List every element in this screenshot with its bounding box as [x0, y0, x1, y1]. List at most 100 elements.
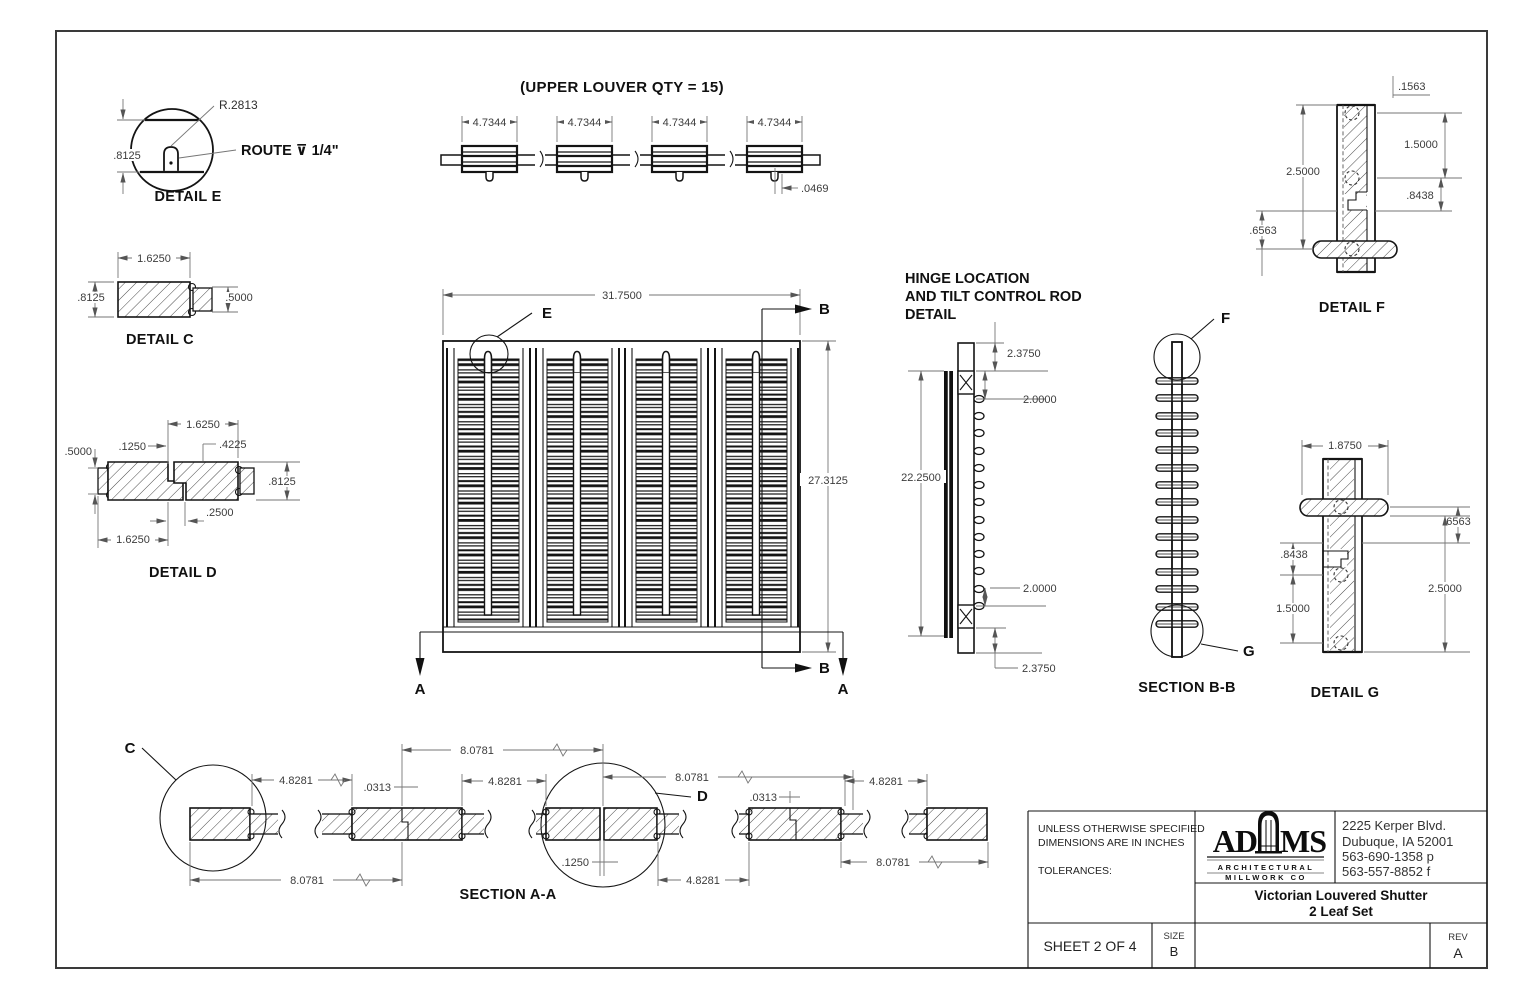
section-cut-b: B B	[761, 301, 830, 677]
elevation-width-dim: 31.7500	[602, 290, 642, 302]
detail-g-hole-spacing: 1.5000	[1276, 603, 1310, 615]
detail-f-tenon: 2.5000	[1286, 166, 1320, 178]
hinge-to-louver-top: 2.0000	[1023, 394, 1057, 406]
detail-d-thickness: .8125	[268, 476, 296, 488]
section-bb: F G SECTION B-B	[1138, 310, 1254, 696]
dim-panel-width-2: 8.0781	[675, 772, 709, 784]
dim-half-width-3: 4.8281	[869, 776, 903, 788]
title-block: UNLESS OTHERWISE SPECIFIED DIMENSIONS AR…	[1027, 810, 1487, 968]
hinge-to-louver-bottom: 2.0000	[1023, 583, 1057, 595]
detail-f-hole-to-louver: .8438	[1406, 190, 1434, 202]
cut-a-label: A	[838, 681, 849, 698]
hinge-title-3: DETAIL	[905, 307, 956, 323]
detail-f: .1563 1.5000 2.5000 .8438 .6563 DETAIL F	[1246, 76, 1462, 316]
dim-half-width-1: 4.8281	[279, 775, 313, 787]
louver-width-dim: 4.7344	[568, 117, 602, 129]
company-phone: 563-690-1358 p	[1342, 849, 1434, 864]
callout-c-circle	[159, 764, 267, 872]
dim-center-gap: .1250	[561, 857, 589, 869]
elevation-height-dim: 27.3125	[808, 475, 848, 487]
callout-g-letter: G	[1243, 643, 1255, 660]
detail-f-louver-center: .6563	[1249, 225, 1277, 237]
spec-note-line2: DIMENSIONS ARE IN INCHES	[1038, 837, 1184, 849]
rev-label: REV	[1448, 932, 1468, 943]
spec-note-line1: UNLESS OTHERWISE SPECIFIED	[1038, 823, 1205, 835]
callout-g-circle	[1150, 604, 1204, 658]
section-arrow-b-top	[795, 304, 812, 314]
hinge-spacing-dim: 22.2500	[901, 472, 941, 484]
logo-text-left: AD	[1213, 823, 1257, 859]
section-aa-label: SECTION A-A	[459, 887, 556, 903]
break-marks	[278, 809, 909, 839]
hinge-tilt-rod-detail: HINGE LOCATION AND TILT CONTROL ROD DETA…	[896, 271, 1082, 675]
hinge-end-offset-bottom: 2.3750	[1022, 663, 1056, 675]
detail-g-label: DETAIL G	[1311, 685, 1380, 701]
callout-e-letter: E	[542, 305, 552, 322]
detail-e-route-note: ROUTE ⊽ 1/4"	[241, 143, 339, 159]
detail-c-width: 1.6250	[137, 253, 171, 265]
detail-c: 1.6250 .8125 .5000 DETAIL C	[74, 252, 256, 348]
shutter-elevation: 31.7500 27.3125 E B B A A	[415, 289, 855, 698]
louver-end-offset-dim: .0469	[801, 183, 829, 195]
callout-f-letter: F	[1221, 310, 1230, 327]
callout-d-letter: D	[697, 788, 708, 805]
logo-sub2: MILLWORK CO	[1225, 873, 1307, 882]
section-cut-a: A A	[415, 631, 849, 698]
detail-g-hole-to-louver: .8438	[1280, 549, 1308, 561]
dim-half-width-2: 4.8281	[488, 776, 522, 788]
detail-g-tenon: 2.5000	[1428, 583, 1462, 595]
detail-g-louver-center: .6563	[1443, 516, 1471, 528]
detail-d-edge: .5000	[64, 446, 92, 458]
hinge-end-offset-top: 2.3750	[1007, 348, 1041, 360]
rod-break-marks	[535, 150, 735, 168]
detail-d-lap: .2500	[206, 507, 234, 519]
logo-text-right: MS	[1280, 823, 1326, 859]
size-label: SIZE	[1163, 931, 1184, 942]
dim-half-width-4: 4.8281	[686, 875, 720, 887]
louver-width-dim: 4.7344	[473, 117, 507, 129]
drawing-title-line1: Victorian Louvered Shutter	[1254, 888, 1428, 903]
detail-g: 1.8750 .6563 .8438 1.5000 2.5000 DETAIL …	[1271, 440, 1475, 701]
detail-d-top-width: 1.6250	[186, 419, 220, 431]
dim-joint-gap-2: .0313	[749, 792, 777, 804]
company-fax: 563-557-8852 f	[1342, 864, 1431, 879]
detail-e-radius: R.2813	[219, 98, 258, 112]
dim-panel-width-4: 8.0781	[876, 857, 910, 869]
hinge-title-2: AND TILT CONTROL ROD	[905, 289, 1082, 305]
callout-c-letter: C	[125, 740, 136, 757]
section-arrow-a-right	[838, 658, 848, 676]
detail-e-thickness: .8125	[113, 150, 141, 162]
detail-d-bottom-width: 1.6250	[116, 534, 150, 546]
tilt-rod-louvers	[1155, 377, 1199, 628]
detail-c-label: DETAIL C	[126, 332, 194, 348]
detail-d: .5000 .1250 1.6250 .4225 .8125 .2500 1.6…	[64, 418, 300, 581]
callout-f-circle	[1153, 333, 1201, 381]
dim-joint-gap-1: .0313	[363, 782, 391, 794]
cut-b-label: B	[819, 660, 830, 677]
detail-g-stile-width: 1.8750	[1328, 440, 1362, 452]
dim-panel-width-1: 8.0781	[460, 745, 494, 757]
sheet-number: SHEET 2 OF 4	[1043, 938, 1136, 954]
detail-f-pin-inset: .1563	[1398, 81, 1426, 93]
detail-d-rabbet: .4225	[219, 439, 247, 451]
detail-d-label: DETAIL D	[149, 565, 217, 581]
hinge-title-1: HINGE LOCATION	[905, 271, 1030, 287]
adams-logo: AD MS ARCHITECTURAL MILLWORK CO	[1207, 811, 1327, 882]
company-address1: 2225 Kerper Blvd.	[1342, 818, 1446, 833]
detail-c-tongue: .5000	[225, 292, 253, 304]
section-aa: C D 4.8281 8.0781 8.0781 .0313 4.8281	[125, 740, 989, 903]
section-bb-label: SECTION B-B	[1138, 680, 1236, 696]
logo-sub1: ARCHITECTURAL	[1218, 863, 1315, 872]
section-arrow-a-left	[415, 658, 425, 676]
detail-d-gap: .1250	[118, 441, 146, 453]
upper-louver-title: (UPPER LOUVER QTY = 15)	[520, 79, 724, 96]
cut-a-label: A	[415, 681, 426, 698]
louver-width-dim: 4.7344	[758, 117, 792, 129]
callout-e-circle	[469, 334, 509, 374]
drawing-title-line2: 2 Leaf Set	[1309, 904, 1373, 919]
dim-panel-width-3: 8.0781	[290, 875, 324, 887]
detail-f-hole-spacing: 1.5000	[1404, 139, 1438, 151]
tolerances-label: TOLERANCES:	[1038, 865, 1112, 877]
detail-e: .8125 R.2813 ROUTE ⊽ 1/4" DETAIL E	[108, 98, 339, 205]
